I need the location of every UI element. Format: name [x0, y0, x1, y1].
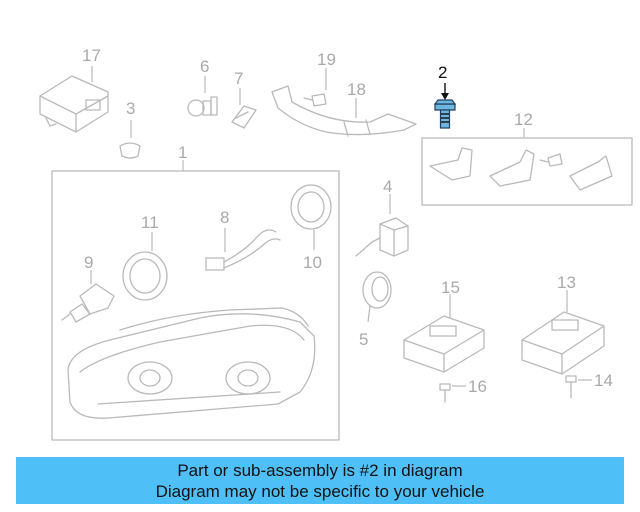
- part-18-bracket: 18: [271, 80, 417, 137]
- part-4-xenon-bulb: 4: [355, 177, 409, 257]
- part-19-screw: 19: [303, 50, 336, 107]
- callout-3: 3: [126, 99, 135, 118]
- part-16-screw: 16: [439, 377, 487, 403]
- callout-1: 1: [178, 143, 187, 162]
- callout-16: 16: [468, 377, 487, 396]
- callout-12: 12: [514, 110, 533, 129]
- part-7-socket: 7: [231, 69, 257, 129]
- part-12-bracket-kit: 12: [421, 110, 633, 206]
- part-17-control-module: 17: [39, 46, 109, 133]
- part-3-plug: 3: [119, 99, 141, 159]
- part-8-socket: 8: [205, 208, 281, 271]
- part-14-screw: 14: [565, 371, 613, 399]
- callout-4: 4: [383, 177, 392, 196]
- part-2-bolt: 2: [433, 63, 457, 129]
- part-6-bulb: 6: [187, 57, 218, 117]
- callout-17: 17: [82, 46, 101, 65]
- part-11-cap: 11: [122, 213, 168, 301]
- callout-18: 18: [347, 80, 366, 99]
- part-13-control-unit: 13: [521, 273, 605, 375]
- banner-line-1: Part or sub-assembly is #2 in diagram: [177, 460, 463, 480]
- callout-7: 7: [234, 69, 243, 88]
- callout-5: 5: [359, 330, 368, 349]
- callout-9: 9: [84, 253, 93, 272]
- part-9-bulb: 9: [61, 253, 115, 323]
- part-5-retainer: 5: [359, 271, 392, 349]
- callout-10: 10: [303, 253, 322, 272]
- parts-diagram: 17 3 6 7 19 18 2: [39, 46, 633, 441]
- callout-14: 14: [594, 371, 613, 390]
- callout-15: 15: [441, 278, 460, 297]
- callout-13: 13: [557, 273, 576, 292]
- banner-line-2: Diagram may not be specific to your vehi…: [155, 481, 485, 501]
- part-10-ring: 10: [290, 184, 332, 272]
- callout-2: 2: [438, 63, 447, 82]
- callout-8: 8: [220, 208, 229, 227]
- callout-11: 11: [141, 213, 159, 232]
- part-15-ballast: 15: [403, 278, 485, 373]
- callout-19: 19: [317, 50, 336, 69]
- info-banner: Part or sub-assembly is #2 in diagram Di…: [16, 457, 624, 504]
- part-1-headlight-housing: 1: [51, 143, 340, 441]
- callout-6: 6: [200, 57, 209, 76]
